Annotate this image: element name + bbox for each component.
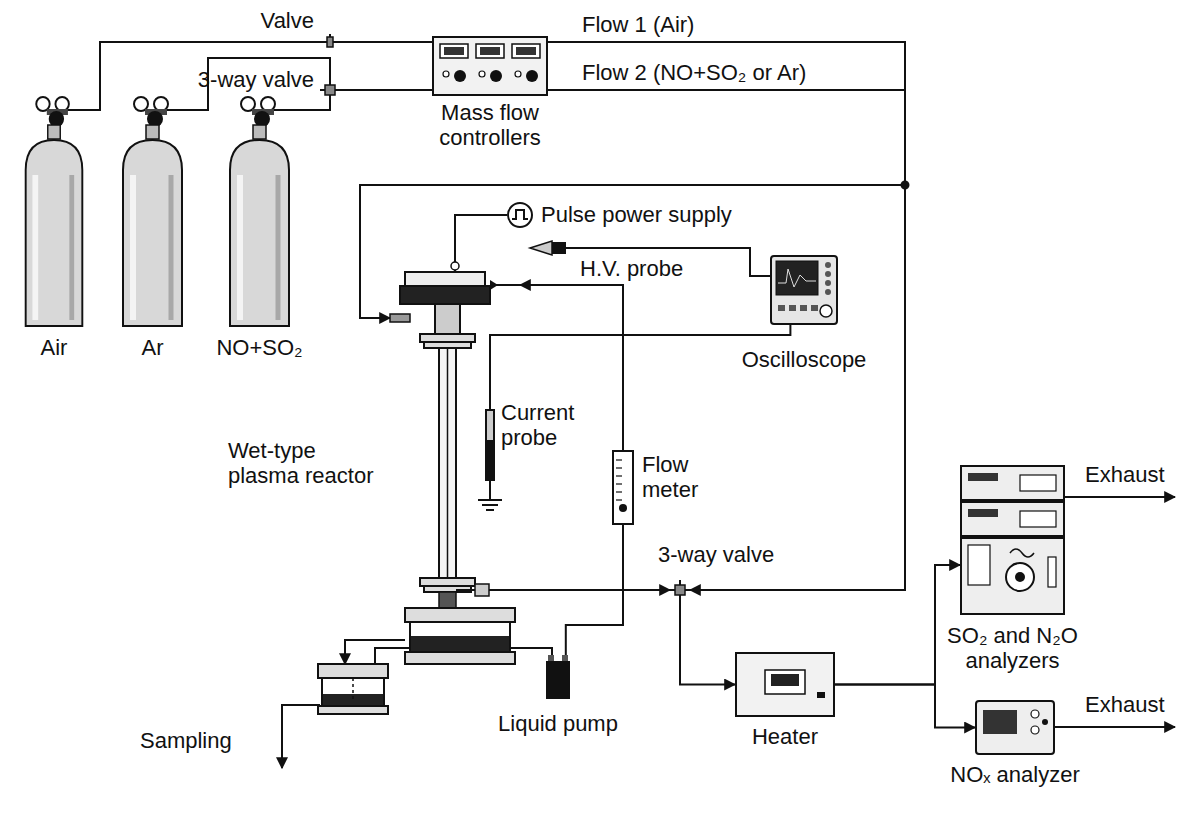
mass-flow-controllers: Mass flow controllers xyxy=(432,36,548,96)
annotation-label: Exhaust xyxy=(1085,462,1165,487)
component-label: 3-way valve xyxy=(658,542,774,567)
gas-analyzers: SO₂ and N₂O analyzers xyxy=(960,465,1065,615)
component-label: 3-way valve xyxy=(192,67,314,92)
gas-line xyxy=(90,42,322,110)
component-label: H.V. probe xyxy=(580,256,683,281)
three-way-valve-symbol xyxy=(670,580,690,600)
component-label: Heater xyxy=(725,724,845,749)
gas-line xyxy=(338,41,432,43)
three-way-valve-symbol xyxy=(320,80,340,100)
exhaust-arrow xyxy=(1065,496,1175,498)
current-probe: Current probe xyxy=(485,410,495,480)
nox-analyzer-box xyxy=(975,700,1055,755)
valve: Valve xyxy=(322,34,338,50)
flow-meter: Flow meter xyxy=(612,450,634,525)
plasma-reactor: Wet-type plasma reactor xyxy=(390,262,520,665)
pulse-power-supply: Pulse power supply xyxy=(507,202,533,228)
component-label: Liquid pump xyxy=(483,711,633,736)
component-label: Flow meter xyxy=(642,452,714,503)
component-label: SO₂ and N₂O analyzers xyxy=(942,623,1083,674)
mass-flow-controller-box xyxy=(432,36,548,96)
gas-analyzer-stack xyxy=(960,465,1065,615)
gas-line xyxy=(520,589,670,591)
component-label: Ar xyxy=(115,335,190,360)
hv-probe: H.V. probe xyxy=(530,238,575,258)
oscilloscope-symbol xyxy=(770,255,838,325)
current-probe-symbol xyxy=(485,410,495,480)
flow-meter-symbol xyxy=(612,450,634,525)
liquid-pump: Liquid pump xyxy=(545,655,571,700)
ground-symbol xyxy=(478,480,502,510)
gas-line xyxy=(340,89,432,91)
pump-symbol xyxy=(545,655,571,700)
gas-cylinder xyxy=(115,95,190,327)
component-label: Oscilloscope xyxy=(710,347,898,372)
gas-line xyxy=(835,565,960,685)
gas-cylinder: NO+SO₂ xyxy=(222,95,297,327)
component-label: Valve xyxy=(230,8,314,33)
three-way-valve: 3-way valve xyxy=(320,80,340,100)
sampling-line xyxy=(282,705,320,768)
exhaust-arrow xyxy=(1055,726,1175,728)
annotation-label: Flow 2 (NO+SO₂ or Ar) xyxy=(582,60,806,85)
gas-cylinder xyxy=(222,95,297,327)
component-label: NO+SO₂ xyxy=(192,335,327,360)
pulse-source-symbol xyxy=(507,202,533,228)
three-way-valve: 3-way valve xyxy=(670,580,690,600)
gas-line xyxy=(455,215,507,262)
valve-symbol xyxy=(322,34,338,50)
gas-line xyxy=(835,685,975,728)
component-label: NOₓ analyzer xyxy=(935,762,1095,787)
annotation-label: Flow 1 (Air) xyxy=(582,12,694,37)
plasma-reactor-drawing xyxy=(390,262,520,665)
collection-tank xyxy=(318,664,388,714)
heater-box xyxy=(735,652,835,717)
gas-line xyxy=(680,600,735,685)
annotation-label: Sampling xyxy=(140,728,232,753)
component-label: Wet-type plasma reactor xyxy=(228,438,378,489)
component-label: Current probe xyxy=(501,400,601,451)
gas-cylinder: Air xyxy=(18,95,90,327)
component-label: Air xyxy=(18,335,90,360)
gas-line xyxy=(548,90,905,590)
gas-line xyxy=(297,100,330,110)
component-label: Mass flow controllers xyxy=(410,100,570,151)
gas-cylinder xyxy=(18,95,90,327)
gas-line xyxy=(190,58,330,110)
annotation-label: Exhaust xyxy=(1085,692,1165,717)
gas-cylinder: Ar xyxy=(115,95,190,327)
heater: Heater xyxy=(735,652,835,717)
probe-symbol xyxy=(530,238,575,258)
component-label: Pulse power supply xyxy=(541,202,732,227)
oscilloscope: Oscilloscope xyxy=(770,255,838,325)
gas-line xyxy=(520,285,623,450)
nox-analyzer: NOₓ analyzer xyxy=(975,700,1055,755)
